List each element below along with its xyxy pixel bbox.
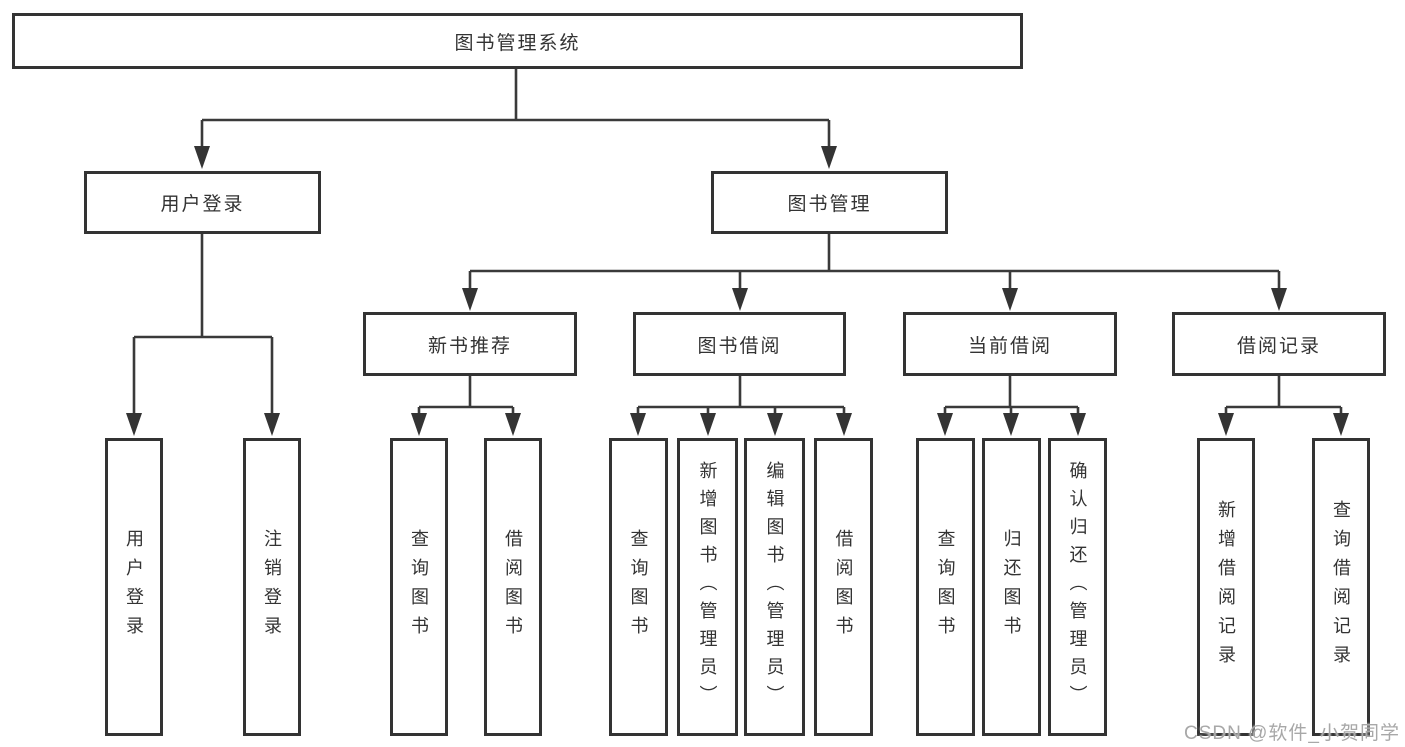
connector-root-to-branches bbox=[194, 69, 837, 169]
connector-current-borrow-to-leaves bbox=[937, 376, 1086, 436]
node-book-borrow: 图书借阅 bbox=[633, 312, 846, 376]
node-new-book-recommend: 新书推荐 bbox=[363, 312, 577, 376]
node-root-system: 图书管理系统 bbox=[12, 13, 1023, 69]
connector-borrow-record-to-leaves bbox=[1218, 376, 1349, 436]
leaf-user-login: 用户登录 bbox=[105, 438, 163, 736]
leaf-query-books-recommend: 查询图书 bbox=[390, 438, 448, 736]
leaf-logout: 注销登录 bbox=[243, 438, 301, 736]
node-borrow-records: 借阅记录 bbox=[1172, 312, 1386, 376]
leaf-query-books-current: 查询图书 bbox=[916, 438, 975, 736]
leaf-borrow-books: 借阅图书 bbox=[814, 438, 873, 736]
leaf-confirm-return-admin: 确认归还（管理员） bbox=[1048, 438, 1107, 736]
leaf-add-book-admin: 新增图书（管理员） bbox=[677, 438, 738, 736]
connector-book-mgmt-to-modules bbox=[462, 234, 1287, 311]
connector-new-rec-to-leaves bbox=[411, 376, 521, 436]
node-current-borrow: 当前借阅 bbox=[903, 312, 1117, 376]
leaf-edit-book-admin: 编辑图书（管理员） bbox=[744, 438, 805, 736]
node-user-login: 用户登录 bbox=[84, 171, 321, 234]
leaf-query-books-borrow: 查询图书 bbox=[609, 438, 668, 736]
node-book-management: 图书管理 bbox=[711, 171, 948, 234]
csdn-watermark: CSDN @软件_小贺同学 bbox=[1184, 723, 1400, 744]
leaf-return-books: 归还图书 bbox=[982, 438, 1041, 736]
leaf-borrow-books-recommend: 借阅图书 bbox=[484, 438, 542, 736]
connector-user-login-to-leaves bbox=[126, 234, 280, 436]
leaf-query-borrow-record: 查询借阅记录 bbox=[1312, 438, 1370, 736]
connector-book-borrow-to-leaves bbox=[630, 376, 852, 436]
leaf-add-borrow-record: 新增借阅记录 bbox=[1197, 438, 1255, 736]
